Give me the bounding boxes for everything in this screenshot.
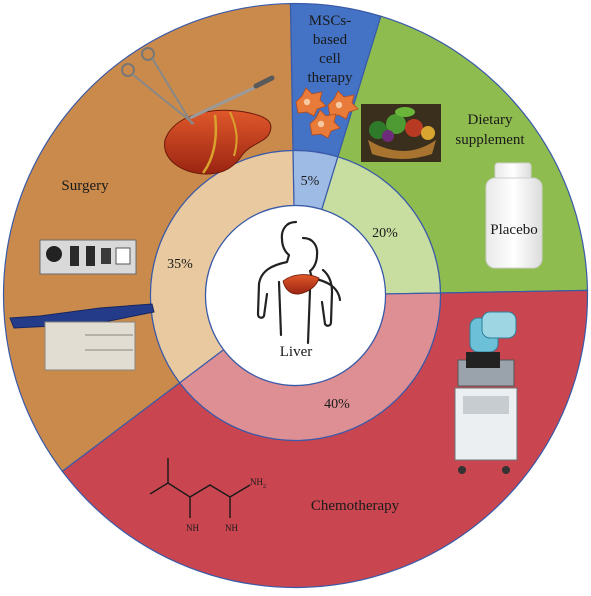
mscs-label-line-1: MSCs-	[309, 13, 352, 29]
mscs-label-line-4: therapy	[308, 70, 353, 86]
inner-ring	[149, 149, 442, 442]
molecule-nh2: NH2	[250, 477, 266, 490]
molecule-nh-1: NH	[186, 523, 199, 533]
placebo-bottle-icon	[485, 162, 543, 269]
stem-cells-icon	[295, 87, 359, 139]
metformin-structure-icon	[149, 458, 251, 518]
center-circle	[204, 204, 387, 387]
exam-table-icon	[9, 239, 155, 371]
center-label: Liver	[280, 344, 312, 360]
molecule-nh-2: NH	[225, 523, 238, 533]
human-torso-with-liver-icon	[256, 220, 342, 345]
surgery-label: Surgery	[61, 178, 109, 194]
liver-surgery-icon	[121, 47, 275, 175]
dietary-label-line-1: Dietary	[468, 112, 513, 128]
infusion-pump-icon	[454, 311, 518, 474]
vegetable-basket-icon	[361, 104, 441, 162]
mscs-percent: 5%	[301, 174, 320, 189]
dietary-label-line-2: supplement	[455, 132, 525, 148]
mscs-label-line-2: based	[313, 32, 348, 48]
mscs-label-line-3: cell	[319, 51, 341, 67]
chemo-label: Chemotherapy	[311, 498, 400, 514]
dietary-percent: 20%	[372, 226, 398, 241]
placebo-label: Placebo	[490, 222, 537, 238]
chemo-percent: 40%	[324, 397, 350, 412]
surgery-percent: 35%	[167, 257, 193, 272]
